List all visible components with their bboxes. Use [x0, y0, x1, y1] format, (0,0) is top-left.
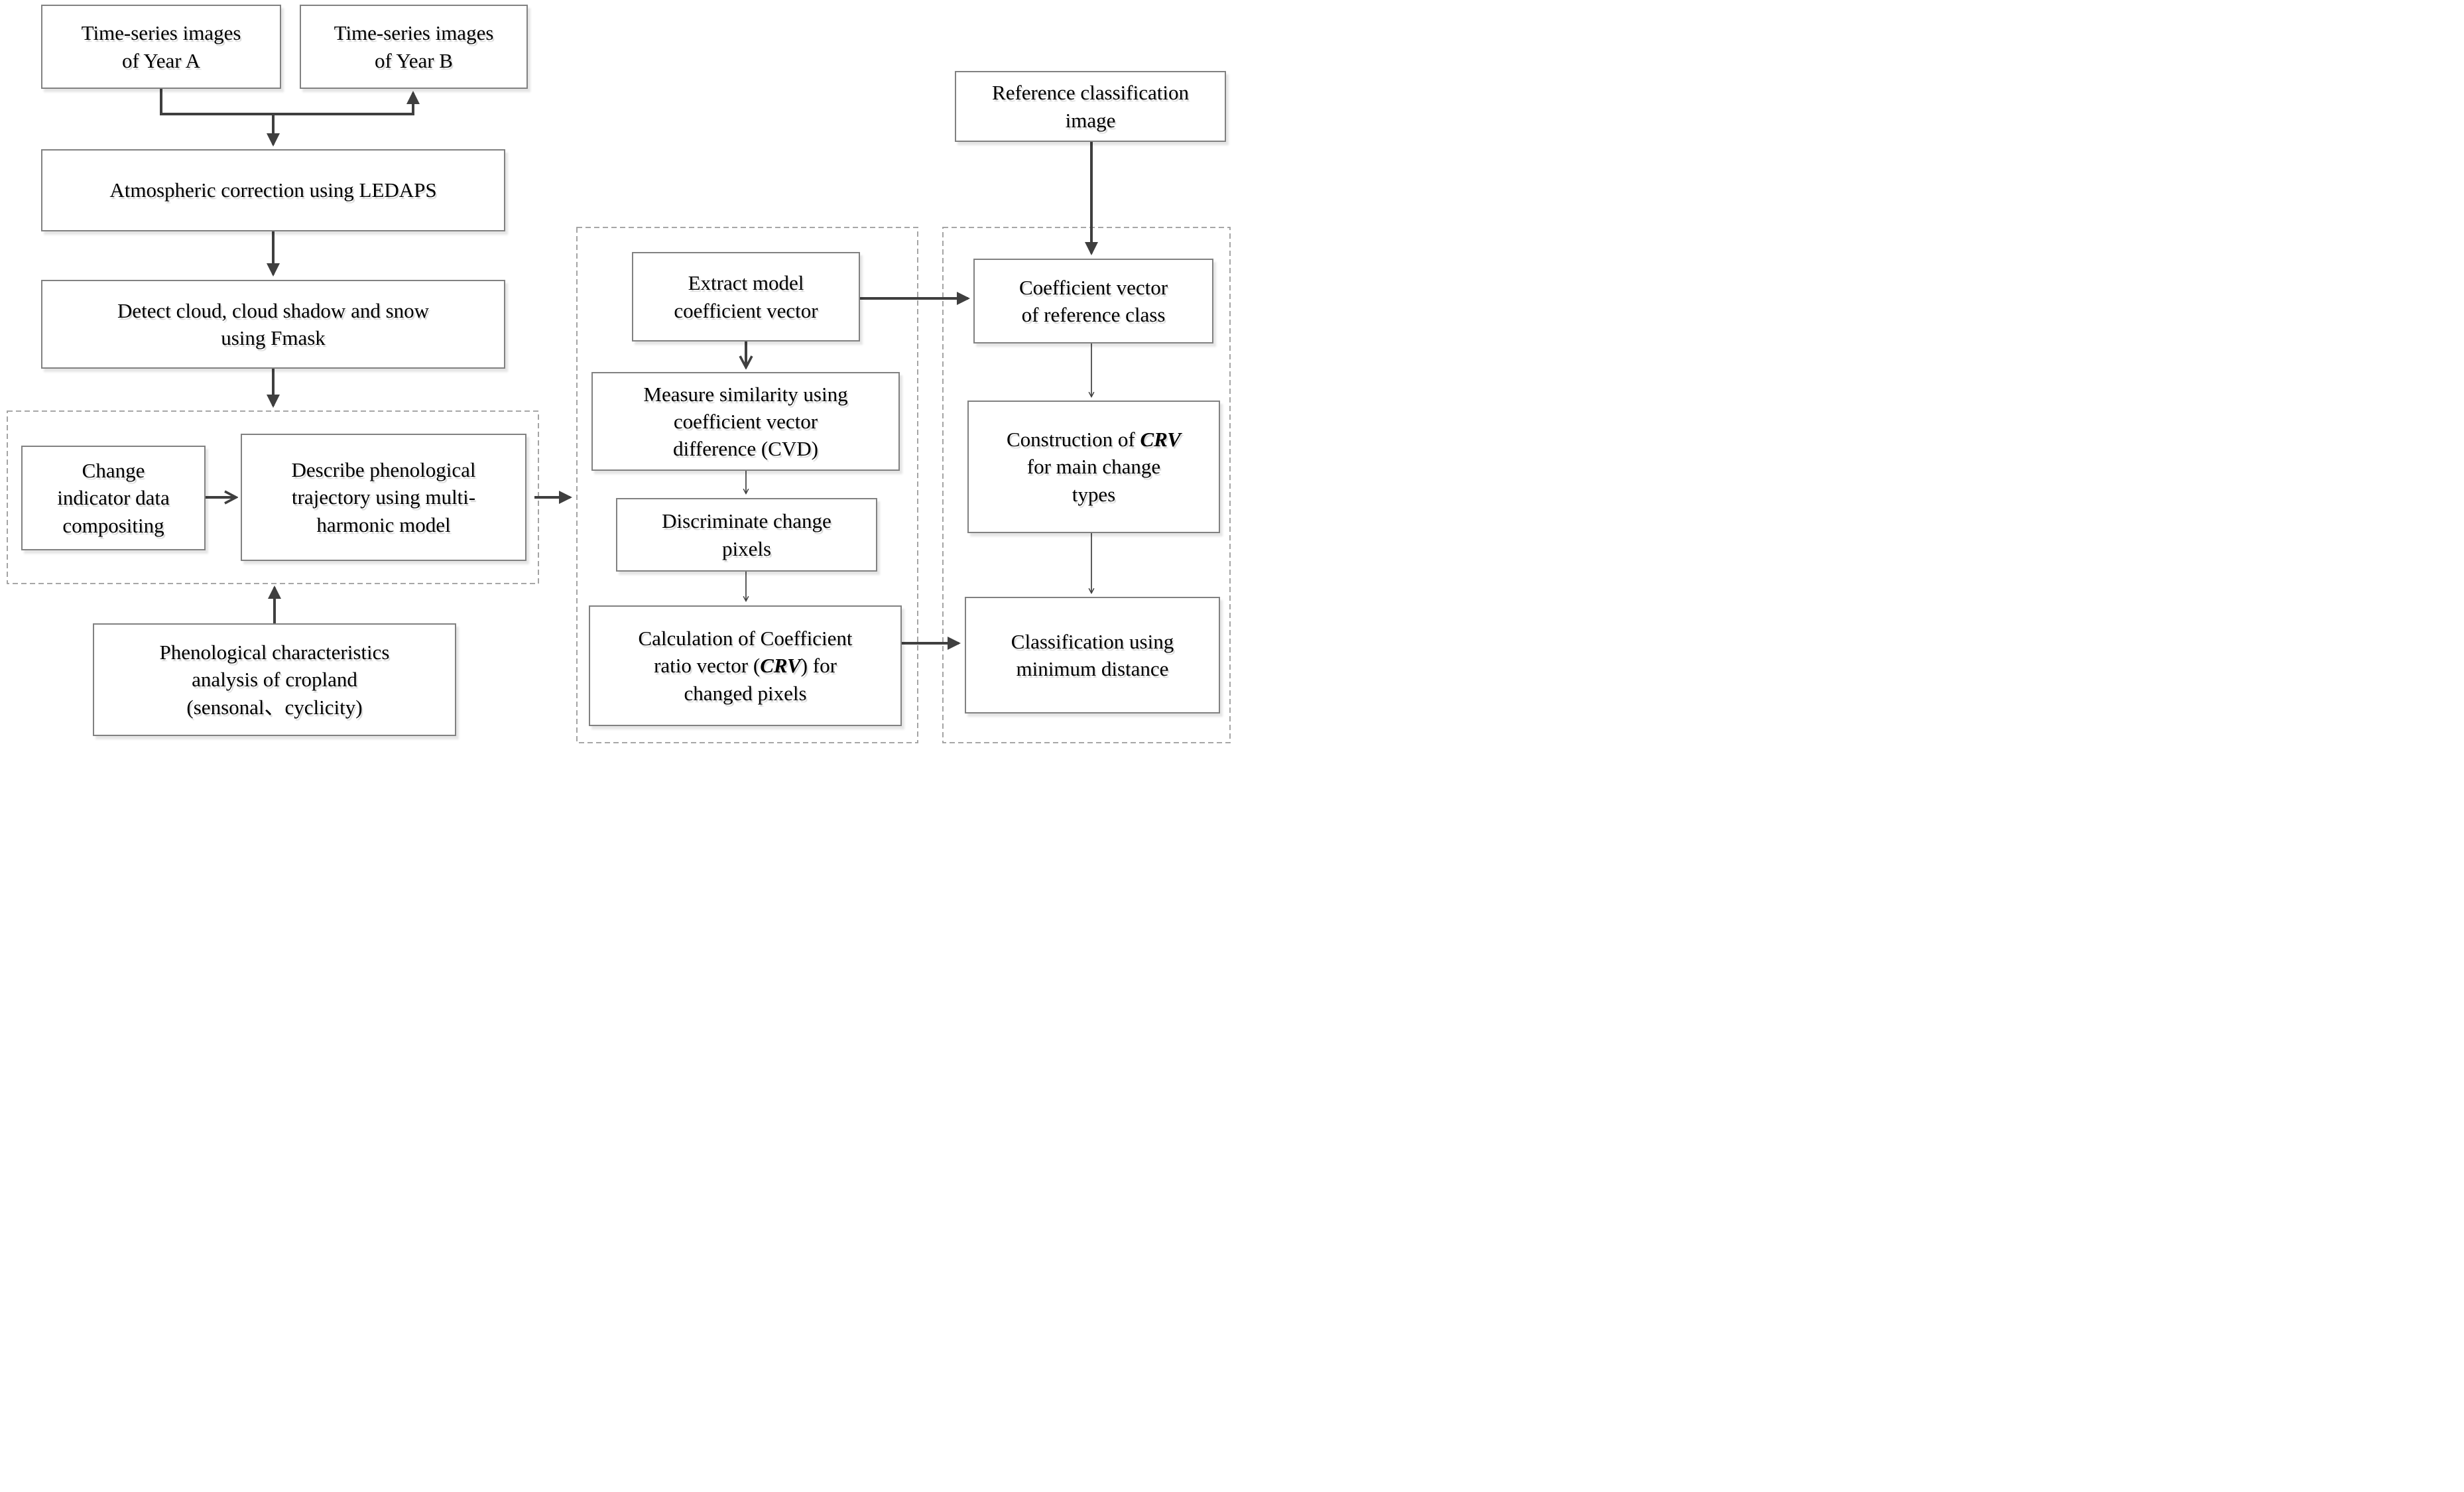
node-label-line: Phenological characteristics [159, 641, 390, 664]
node-label-line: Change [82, 459, 145, 483]
node-label-segment: Construction of [1007, 428, 1140, 452]
node-label-line: Discriminate change [662, 509, 832, 533]
node-measure-similarity-cvd: Measure similarity using coefficient vec… [591, 372, 900, 471]
node-change-indicator-compositing: Change indicator data compositing [21, 446, 206, 550]
flowchart-canvas: Time-series images of Year A Time-series… [0, 0, 1232, 746]
node-label-line: of reference class [1021, 303, 1166, 326]
node-label-line: Coefficient vector [1018, 275, 1168, 299]
arrow-year-a-to-year-b [160, 89, 420, 115]
node-label-line: trajectory using multi- [291, 485, 476, 509]
node-label-line: types [1072, 481, 1115, 508]
node-describe-phenological-trajectory: Describe phenological trajectory using m… [241, 434, 526, 561]
node-label-line: Atmospheric correction using LEDAPS [109, 178, 437, 202]
node-label-line: analysis of cropland [192, 668, 357, 692]
node-label-segment-emphasis: CRV [760, 654, 801, 678]
node-label-segment: Calculation of Coefficient [638, 627, 853, 651]
node-phenological-characteristics: Phenological characteristics analysis of… [93, 623, 456, 736]
node-label-line: Time-series images [81, 21, 241, 45]
node-classification-minimum-distance: Classification using minimum distance [965, 597, 1220, 714]
node-reference-classification-image: Reference classification image [955, 71, 1226, 142]
node-label-line: Measure similarity using [643, 382, 848, 406]
node-time-series-year-a: Time-series images of Year A [41, 5, 281, 89]
node-time-series-year-b: Time-series images of Year B [300, 5, 528, 89]
node-label-segment: ) for [800, 654, 837, 678]
node-label-line: harmonic model [316, 513, 451, 536]
node-label-line: Time-series images [334, 21, 494, 45]
dashed-region-change-detection [576, 227, 918, 743]
node-extract-model-coefficient: Extract model coefficient vector [632, 252, 860, 342]
node-label-line: coefficient vector [673, 409, 818, 433]
node-label-line: compositing [62, 513, 164, 537]
node-label-line: Extract model [688, 271, 804, 295]
node-label-segment: ratio vector ( [654, 654, 761, 678]
node-label-line: ratio vector (CRV) for [654, 652, 837, 679]
node-label-line: Describe phenological [291, 458, 476, 482]
node-label-line: difference (CVD) [673, 437, 818, 461]
node-label-line: Classification using [1011, 629, 1174, 653]
node-label-line: indicator data [57, 486, 170, 510]
node-label-line: for main change [1027, 453, 1160, 480]
node-label-line: Reference classification [992, 81, 1189, 105]
node-label-line: image [1065, 108, 1116, 132]
node-label-line: changed pixels [684, 680, 806, 707]
node-coefficient-vector-reference: Coefficient vector of reference class [973, 259, 1213, 343]
connector-layer [7, 89, 1231, 743]
node-label-segment: types [1072, 482, 1116, 506]
node-label-segment: changed pixels [684, 681, 807, 705]
node-label-line: (sensonal、cyclicity) [186, 695, 363, 719]
node-label-line: Detect cloud, cloud shadow and snow [117, 298, 430, 322]
dashed-region-classification [942, 227, 1231, 743]
node-label-line: Calculation of Coefficient [638, 625, 852, 652]
node-discriminate-change-pixels: Discriminate change pixels [616, 498, 877, 572]
node-detect-cloud-fmask: Detect cloud, cloud shadow and snow usin… [41, 280, 505, 369]
node-label-line: of Year B [375, 48, 453, 72]
node-label-line: Construction of CRV [1007, 426, 1181, 453]
node-construction-crv: Construction of CRV for main change type… [967, 401, 1220, 533]
node-label-segment-emphasis: CRV [1140, 428, 1181, 452]
node-calculation-crv: Calculation of Coefficient ratio vector … [589, 605, 902, 726]
node-label-line: using Fmask [221, 326, 326, 349]
node-label-line: of Year A [122, 48, 200, 72]
node-label-line: minimum distance [1016, 657, 1169, 680]
node-label-segment: for main change [1026, 455, 1161, 479]
node-atmospheric-correction: Atmospheric correction using LEDAPS [41, 149, 505, 231]
node-label-line: pixels [721, 536, 772, 560]
node-label-line: coefficient vector [674, 298, 818, 322]
